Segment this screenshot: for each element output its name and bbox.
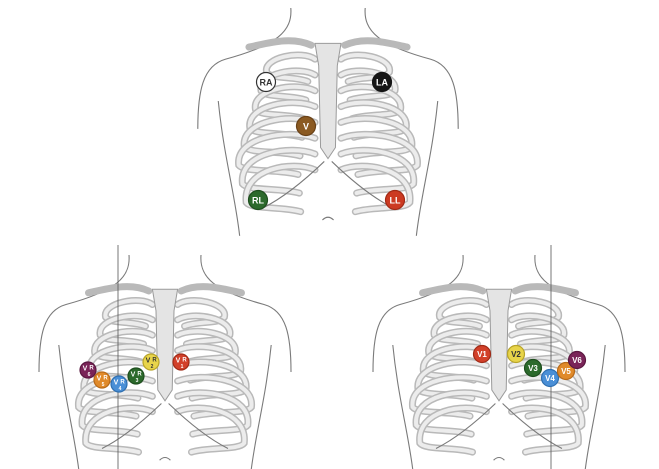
electrode-label: V1	[477, 350, 487, 359]
electrode-label-text: R	[152, 358, 157, 364]
electrode-label-text: R	[103, 376, 108, 382]
navel	[494, 458, 505, 461]
electrode-label: V5	[561, 367, 571, 376]
electrode-label: V2	[511, 350, 521, 359]
electrode-label: V	[303, 122, 309, 132]
electrode-label-text: R	[137, 372, 142, 378]
electrode-v4: V4	[542, 370, 559, 387]
electrode-label-sub: 2	[151, 364, 154, 370]
electrode-la: LA	[373, 73, 392, 92]
clavicle-left	[89, 287, 149, 293]
electrode-label-text: R	[120, 380, 125, 386]
electrode-label: LA	[376, 78, 388, 88]
electrode-label: V4	[545, 374, 555, 383]
electrode-label: RL	[252, 196, 264, 206]
electrode-label-text: R	[89, 366, 94, 372]
electrode-rl: RL	[249, 191, 268, 210]
clavicle-left	[249, 41, 311, 47]
electrode-ra: RA	[257, 73, 276, 92]
electrode-label-sub: 1	[181, 364, 184, 370]
electrode-v4r: VR4	[111, 376, 127, 392]
electrode-label-sub: 6	[88, 372, 91, 378]
clavicle-right	[345, 41, 407, 47]
navel	[322, 217, 333, 220]
electrode-label: V6	[572, 356, 582, 365]
electrode-v: V	[297, 117, 316, 136]
electrode-label-sub: 4	[119, 386, 122, 392]
sternum	[486, 289, 511, 401]
sternum	[315, 43, 341, 158]
clavicle-right	[515, 287, 575, 293]
electrode-label: LL	[390, 196, 401, 206]
electrode-v2: V2	[508, 346, 525, 363]
electrode-label: V3	[528, 364, 538, 373]
electrode-v3: V3	[525, 360, 542, 377]
electrode-ll: LL	[386, 191, 405, 210]
electrode-label-text: R	[182, 358, 187, 364]
electrode-label: RA	[260, 78, 273, 88]
sternum	[152, 289, 177, 401]
electrode-label-sub: 5	[102, 382, 105, 388]
limb-lead-torso: RA LA V RL LL	[198, 8, 458, 236]
electrode-v6: V6	[569, 352, 586, 369]
navel	[160, 458, 171, 461]
clavicle-left	[423, 287, 483, 293]
electrode-v1: V1	[474, 346, 491, 363]
clavicle-right	[181, 287, 241, 293]
electrode-label-sub: 3	[136, 378, 139, 384]
